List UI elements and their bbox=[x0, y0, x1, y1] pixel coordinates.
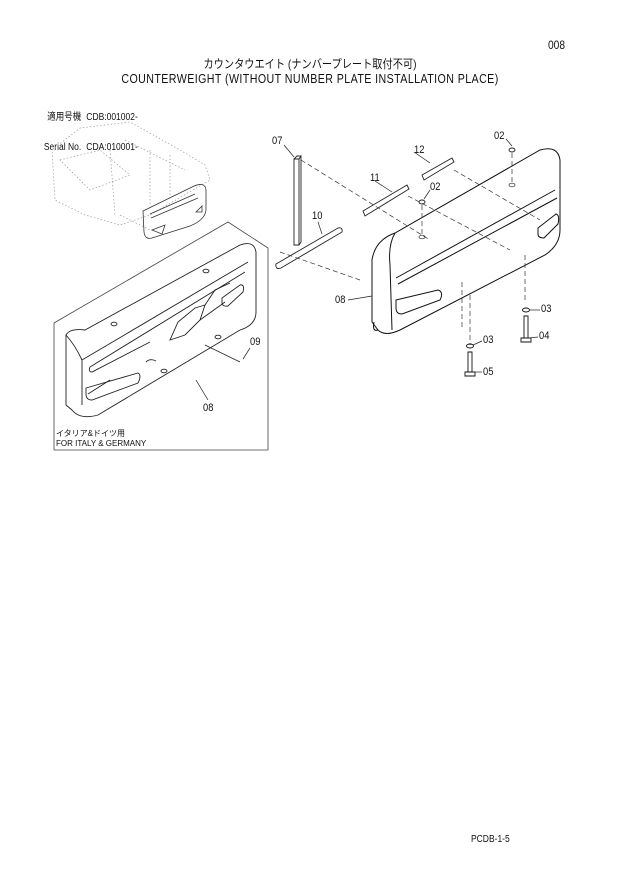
applicability-label: 適用号機 bbox=[47, 112, 82, 123]
part-12-bar bbox=[421, 157, 455, 181]
applicability-value: CDB:001002- bbox=[86, 112, 138, 123]
leader-lines bbox=[283, 138, 540, 373]
part-07-bar bbox=[293, 155, 302, 246]
inset-note-english: FOR ITALY & GERMANY bbox=[56, 439, 147, 448]
inset-note-japanese: イタリア&ドイツ用 bbox=[56, 429, 126, 438]
excavator-outline bbox=[51, 121, 211, 231]
page-title-japanese: カウンタウエイト (ナンバープレート取付不可) bbox=[203, 57, 417, 71]
inset-counterweight bbox=[65, 243, 257, 418]
page-number: 008 bbox=[548, 38, 566, 52]
part-02-cap-b bbox=[508, 147, 516, 153]
callout-03-lower: 03 bbox=[483, 334, 494, 346]
callout-03-right: 03 bbox=[541, 303, 552, 315]
fasteners bbox=[464, 307, 532, 377]
callout-10: 10 bbox=[312, 210, 323, 222]
bolt-04 bbox=[520, 315, 532, 343]
callout-09: 09 bbox=[250, 336, 261, 348]
assembly-lines bbox=[279, 153, 541, 345]
serial-value: CDA:010001- bbox=[86, 142, 138, 153]
inset-leaders bbox=[195, 344, 251, 401]
part-11-bar bbox=[362, 184, 410, 217]
bolt-05 bbox=[464, 351, 476, 377]
excavator-counterweight bbox=[142, 184, 207, 239]
callout-12: 12 bbox=[414, 144, 425, 156]
callout-07: 07 bbox=[272, 135, 283, 147]
callout-02-top: 02 bbox=[494, 130, 505, 142]
callout-08-inset: 08 bbox=[203, 402, 214, 414]
callout-02-mid: 02 bbox=[430, 181, 441, 193]
part-10-bar bbox=[275, 227, 343, 269]
callout-05: 05 bbox=[483, 366, 494, 378]
main-counterweight bbox=[371, 148, 561, 334]
callout-08-main: 08 bbox=[335, 294, 346, 306]
applicability-row: 適用号機 CDB:001002- bbox=[37, 113, 138, 123]
washer-03-a bbox=[522, 307, 530, 313]
callout-11: 11 bbox=[370, 172, 380, 184]
page-title-english: COUNTERWEIGHT (WITHOUT NUMBER PLATE INST… bbox=[121, 71, 499, 86]
callout-04: 04 bbox=[539, 330, 550, 342]
inset-note: イタリア&ドイツ用 FOR ITALY & GERMANY bbox=[56, 429, 146, 449]
washer-03-b bbox=[466, 343, 474, 349]
inset-frame bbox=[53, 221, 269, 451]
footer-code: PCDB-1-5 bbox=[471, 834, 510, 845]
part-02-cap-a bbox=[418, 199, 426, 205]
